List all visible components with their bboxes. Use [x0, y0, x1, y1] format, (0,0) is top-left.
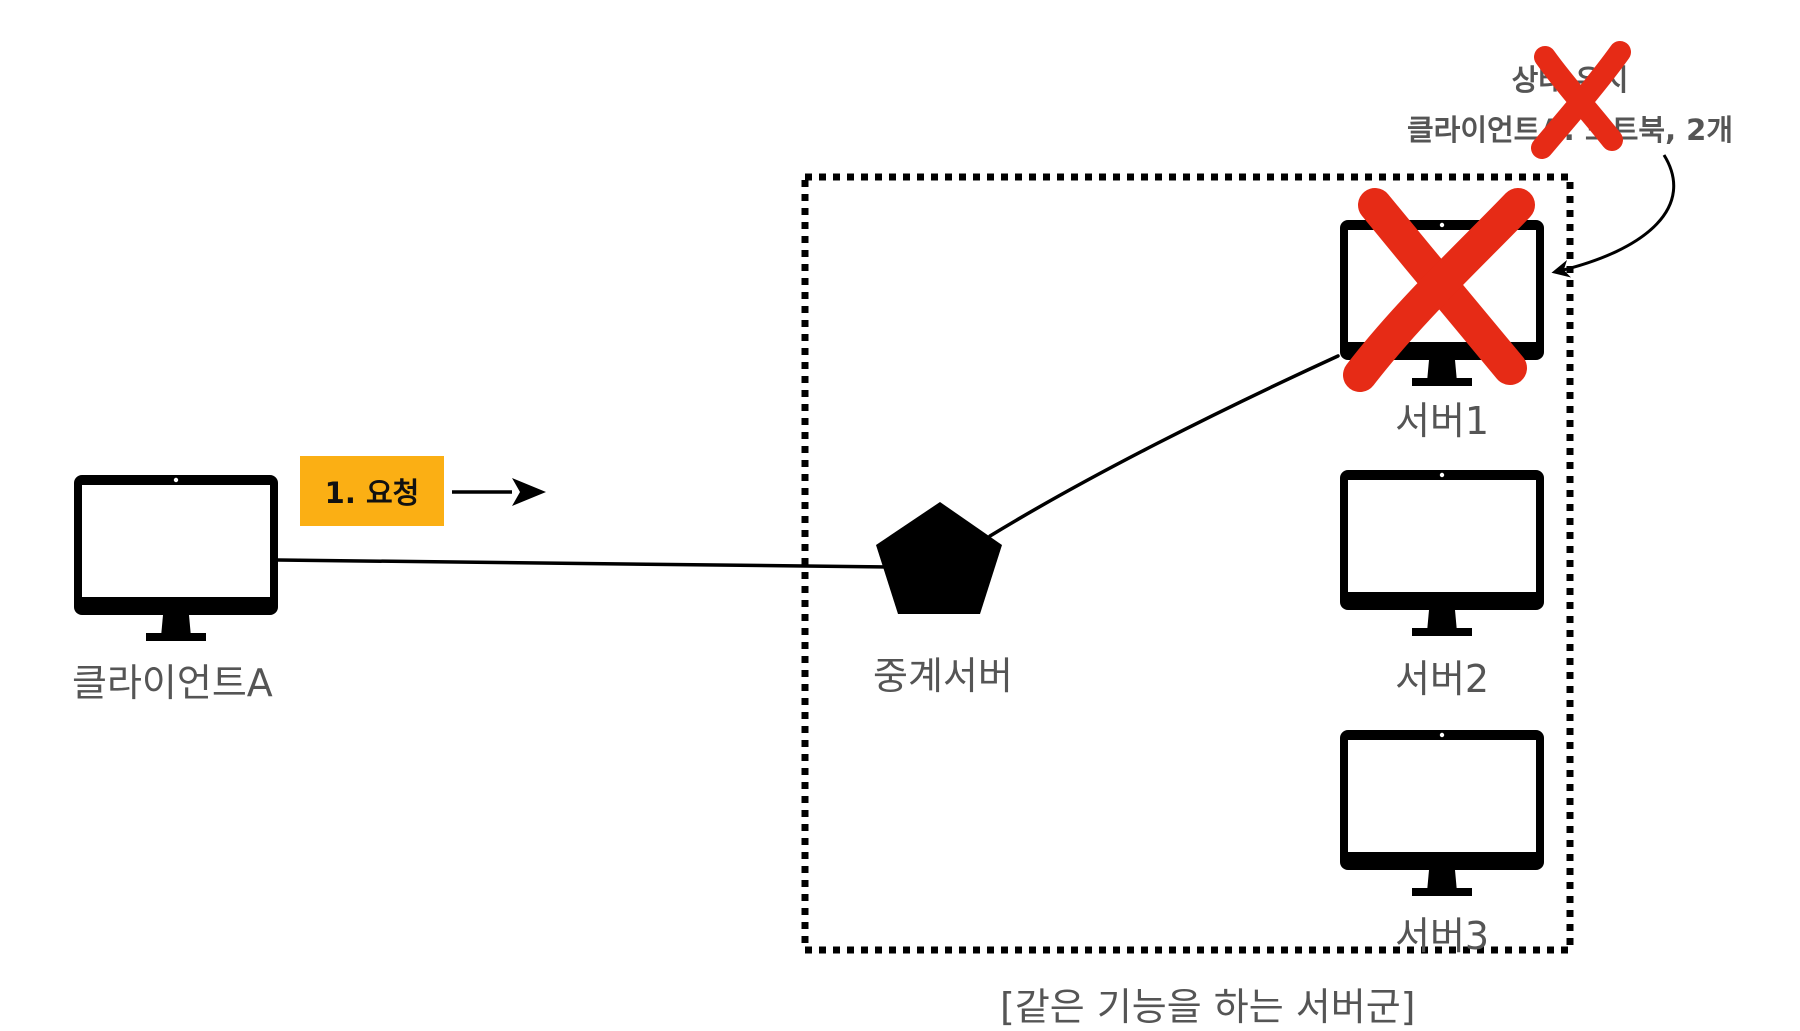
request-step-badge-bg: [300, 456, 444, 526]
relay-server-pentagon-icon: [876, 502, 1002, 614]
relay-server-label: 중계서버: [873, 654, 1013, 698]
server2-label: 서버2: [1395, 657, 1490, 701]
state-note-line2: 클라이언트A: 노트북, 2개: [1406, 113, 1734, 147]
client-to-relay-line: [276, 558, 892, 569]
relay-to-server1-line: [988, 354, 1340, 538]
server3-label: 서버3: [1395, 914, 1490, 958]
server-group-caption: [같은 기능을 하는 서버군]: [1000, 985, 1416, 1029]
state-note: 상태 유지 클라이언트A: 노트북, 2개: [1370, 55, 1770, 155]
note-arrow: [1551, 154, 1676, 278]
client-monitor-icon: [74, 475, 278, 641]
state-note-line1: 상태 유지: [1511, 63, 1629, 97]
server-group-boundary: [801, 173, 1574, 954]
request-arrow-icon: [452, 478, 546, 506]
server3-monitor-icon: [1340, 730, 1544, 896]
client-label: 클라이언트A: [72, 661, 273, 705]
server1-label: 서버1: [1395, 399, 1490, 443]
server1-monitor-icon: [1340, 220, 1544, 386]
server2-monitor-icon: [1340, 470, 1544, 636]
request-step-label: 1. 요청: [324, 476, 420, 510]
